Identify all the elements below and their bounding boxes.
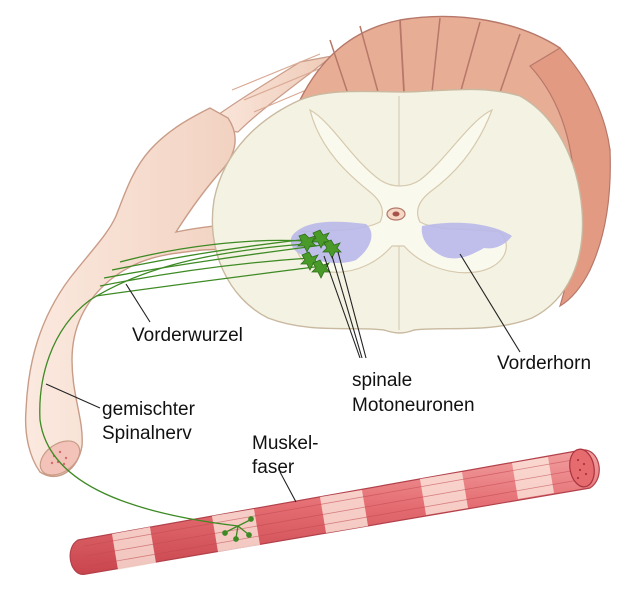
anterior-horn-right bbox=[421, 222, 512, 259]
label-faser: faser bbox=[252, 457, 295, 478]
muscle-fiber bbox=[69, 448, 600, 575]
label-spinalnerv: Spinalnerv bbox=[102, 423, 192, 444]
motor-end-plate bbox=[222, 516, 254, 542]
mixed-spinal-nerve bbox=[24, 107, 301, 478]
motor-axons bbox=[39, 237, 331, 527]
label-vorderhorn: Vorderhorn bbox=[497, 353, 592, 374]
label-gemischter: gemischter bbox=[102, 399, 195, 420]
leader-lines bbox=[45, 251, 521, 503]
label-vorderwurzel: Vorderwurzel bbox=[132, 325, 243, 346]
label-muskel: Muskel- bbox=[252, 433, 319, 454]
spinal-cord bbox=[211, 15, 611, 334]
muscle-cross-section bbox=[569, 448, 595, 488]
spinal-motoneurons bbox=[297, 229, 342, 279]
label-spinale: spinale bbox=[352, 370, 413, 391]
label-motoneuronen: Motoneuronen bbox=[352, 395, 475, 416]
dorsal-root bbox=[198, 53, 333, 133]
